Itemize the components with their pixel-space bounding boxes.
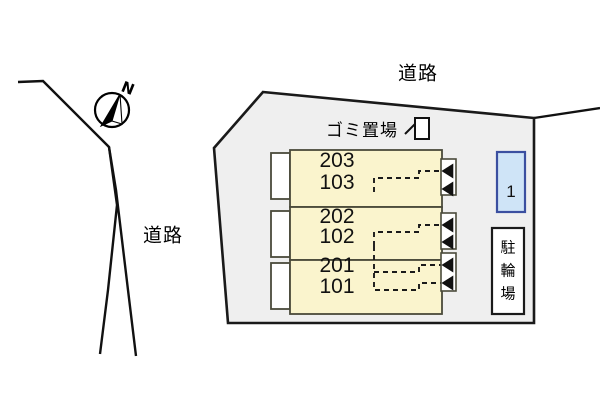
entrance-arrow-202 (441, 217, 454, 233)
bicycle-parking-group: 駐 輪 場 (490, 226, 526, 316)
balcony-block-lower (270, 262, 291, 310)
building-block-upper (289, 149, 443, 208)
road-left-boundary-2 (98, 146, 119, 355)
trash-area-marker (414, 117, 430, 140)
compass-north-label: N (119, 78, 137, 99)
parking-stall-number: 1 (506, 182, 515, 201)
entrance-arrow-203 (441, 163, 454, 179)
trash-area-label: ゴミ置場 (326, 120, 398, 141)
parking-stall-group[interactable]: 1 (495, 150, 527, 214)
unit-numbers: 203 103 202 102 201 101 (319, 149, 354, 298)
corridor-path-middle-2 (374, 264, 441, 273)
building-block-lower (289, 259, 443, 315)
corridor-paths (373, 170, 441, 291)
bicycle-parking-char-2: 輪 (500, 262, 515, 280)
bicycle-parking-char-1: 駐 (500, 239, 515, 257)
balcony-block-upper (270, 152, 291, 200)
corridor-path-middle (373, 224, 441, 246)
entrance-arrow-103 (441, 181, 454, 197)
trash-area-group: ゴミ置場 (326, 117, 430, 141)
road-label-left: 道路 (143, 225, 183, 247)
road-top-right-line (533, 106, 600, 120)
unit-label-103: 103 (319, 171, 354, 194)
unit-label-202: 202 (319, 205, 354, 228)
entrance-arrow-102 (441, 234, 454, 250)
building-block-middle (289, 206, 443, 261)
entrance-arrow-201 (441, 257, 454, 273)
building-blocks (289, 149, 443, 315)
road-left-lines (17, 79, 138, 357)
compass-rose: N (93, 78, 137, 129)
trash-area-leader-line (404, 123, 416, 135)
parking-stall-1[interactable] (495, 150, 527, 214)
unit-label-203: 203 (319, 149, 354, 172)
corridor-path-upper (373, 170, 441, 192)
entrance-arrow-101 (441, 275, 454, 291)
unit-label-102: 102 (319, 225, 354, 248)
balconies-group (270, 152, 291, 310)
road-label-top: 道路 (398, 63, 438, 85)
bicycle-parking-char-3: 場 (500, 285, 515, 303)
unit-label-201: 201 (319, 254, 354, 277)
unit-label-101: 101 (319, 275, 354, 298)
balcony-block-middle (270, 210, 291, 258)
entrance-arrows (440, 158, 457, 292)
compass-needle-light (111, 93, 123, 125)
corridor-path-lower (373, 246, 441, 291)
bicycle-parking-box (490, 226, 526, 316)
